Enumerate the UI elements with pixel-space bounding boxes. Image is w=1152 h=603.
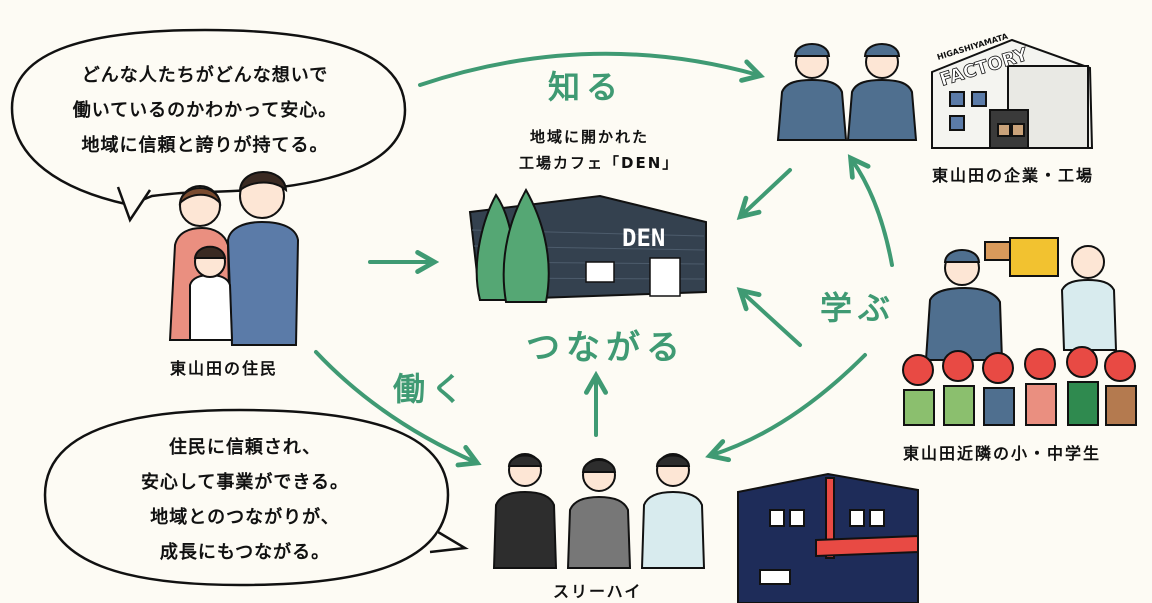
know-label: 知る bbox=[548, 68, 625, 106]
residents-voice-line: 地域に信頼と誇りが持てる。 bbox=[81, 135, 329, 156]
residents-label: 東山田の住民 bbox=[170, 359, 279, 378]
company-workers bbox=[776, 43, 918, 141]
companies-to-den-arrow bbox=[736, 168, 792, 220]
company-voice: 住民に信頼され、 安心して事業ができる。 地域とのつながりが、 成長にもつながる… bbox=[105, 430, 385, 570]
company-voice-line: 地域とのつながりが、 bbox=[150, 507, 340, 528]
connect-label: つながる bbox=[526, 328, 686, 368]
threehigh-staff bbox=[492, 453, 706, 569]
cafe-label-line1: 地域に開かれた bbox=[530, 128, 650, 146]
residents-voice-line: どんな人たちがどんな想いで bbox=[81, 65, 329, 86]
learn-arrow-up bbox=[847, 154, 894, 267]
residents-family bbox=[168, 171, 300, 346]
cafe-sign: DEN bbox=[622, 224, 665, 252]
factory-building bbox=[931, 38, 1094, 149]
cafe-label-line2: 工場カフェ「DEN」 bbox=[519, 154, 680, 172]
cafe-den-building bbox=[468, 187, 707, 303]
work-arrow bbox=[314, 350, 482, 468]
students-and-teachers bbox=[902, 237, 1137, 426]
work-label: 働く bbox=[393, 370, 470, 408]
company-speech-bubble bbox=[43, 408, 450, 587]
know-arrow bbox=[418, 51, 765, 87]
threehigh-building bbox=[737, 472, 919, 603]
learn-label: 学ぶ bbox=[820, 289, 897, 327]
students-to-den-arrow bbox=[736, 287, 802, 347]
students-label: 東山田近隣の小・中学生 bbox=[903, 444, 1102, 463]
threehigh-label: スリーハイ bbox=[553, 582, 643, 601]
learn-arrow-down bbox=[705, 353, 867, 463]
company-voice-line: 住民に信頼され、 bbox=[168, 437, 322, 458]
companies-label: 東山田の企業・工場 bbox=[932, 166, 1095, 185]
company-voice-line: 成長にもつながる。 bbox=[159, 542, 331, 563]
residents-voice: どんな人たちがどんな想いで 働いているのかわかって安心。 地域に信頼と誇りが持て… bbox=[55, 58, 355, 163]
company-voice-line: 安心して事業ができる。 bbox=[140, 472, 350, 493]
residents-voice-line: 働いているのかわかって安心。 bbox=[72, 100, 338, 121]
